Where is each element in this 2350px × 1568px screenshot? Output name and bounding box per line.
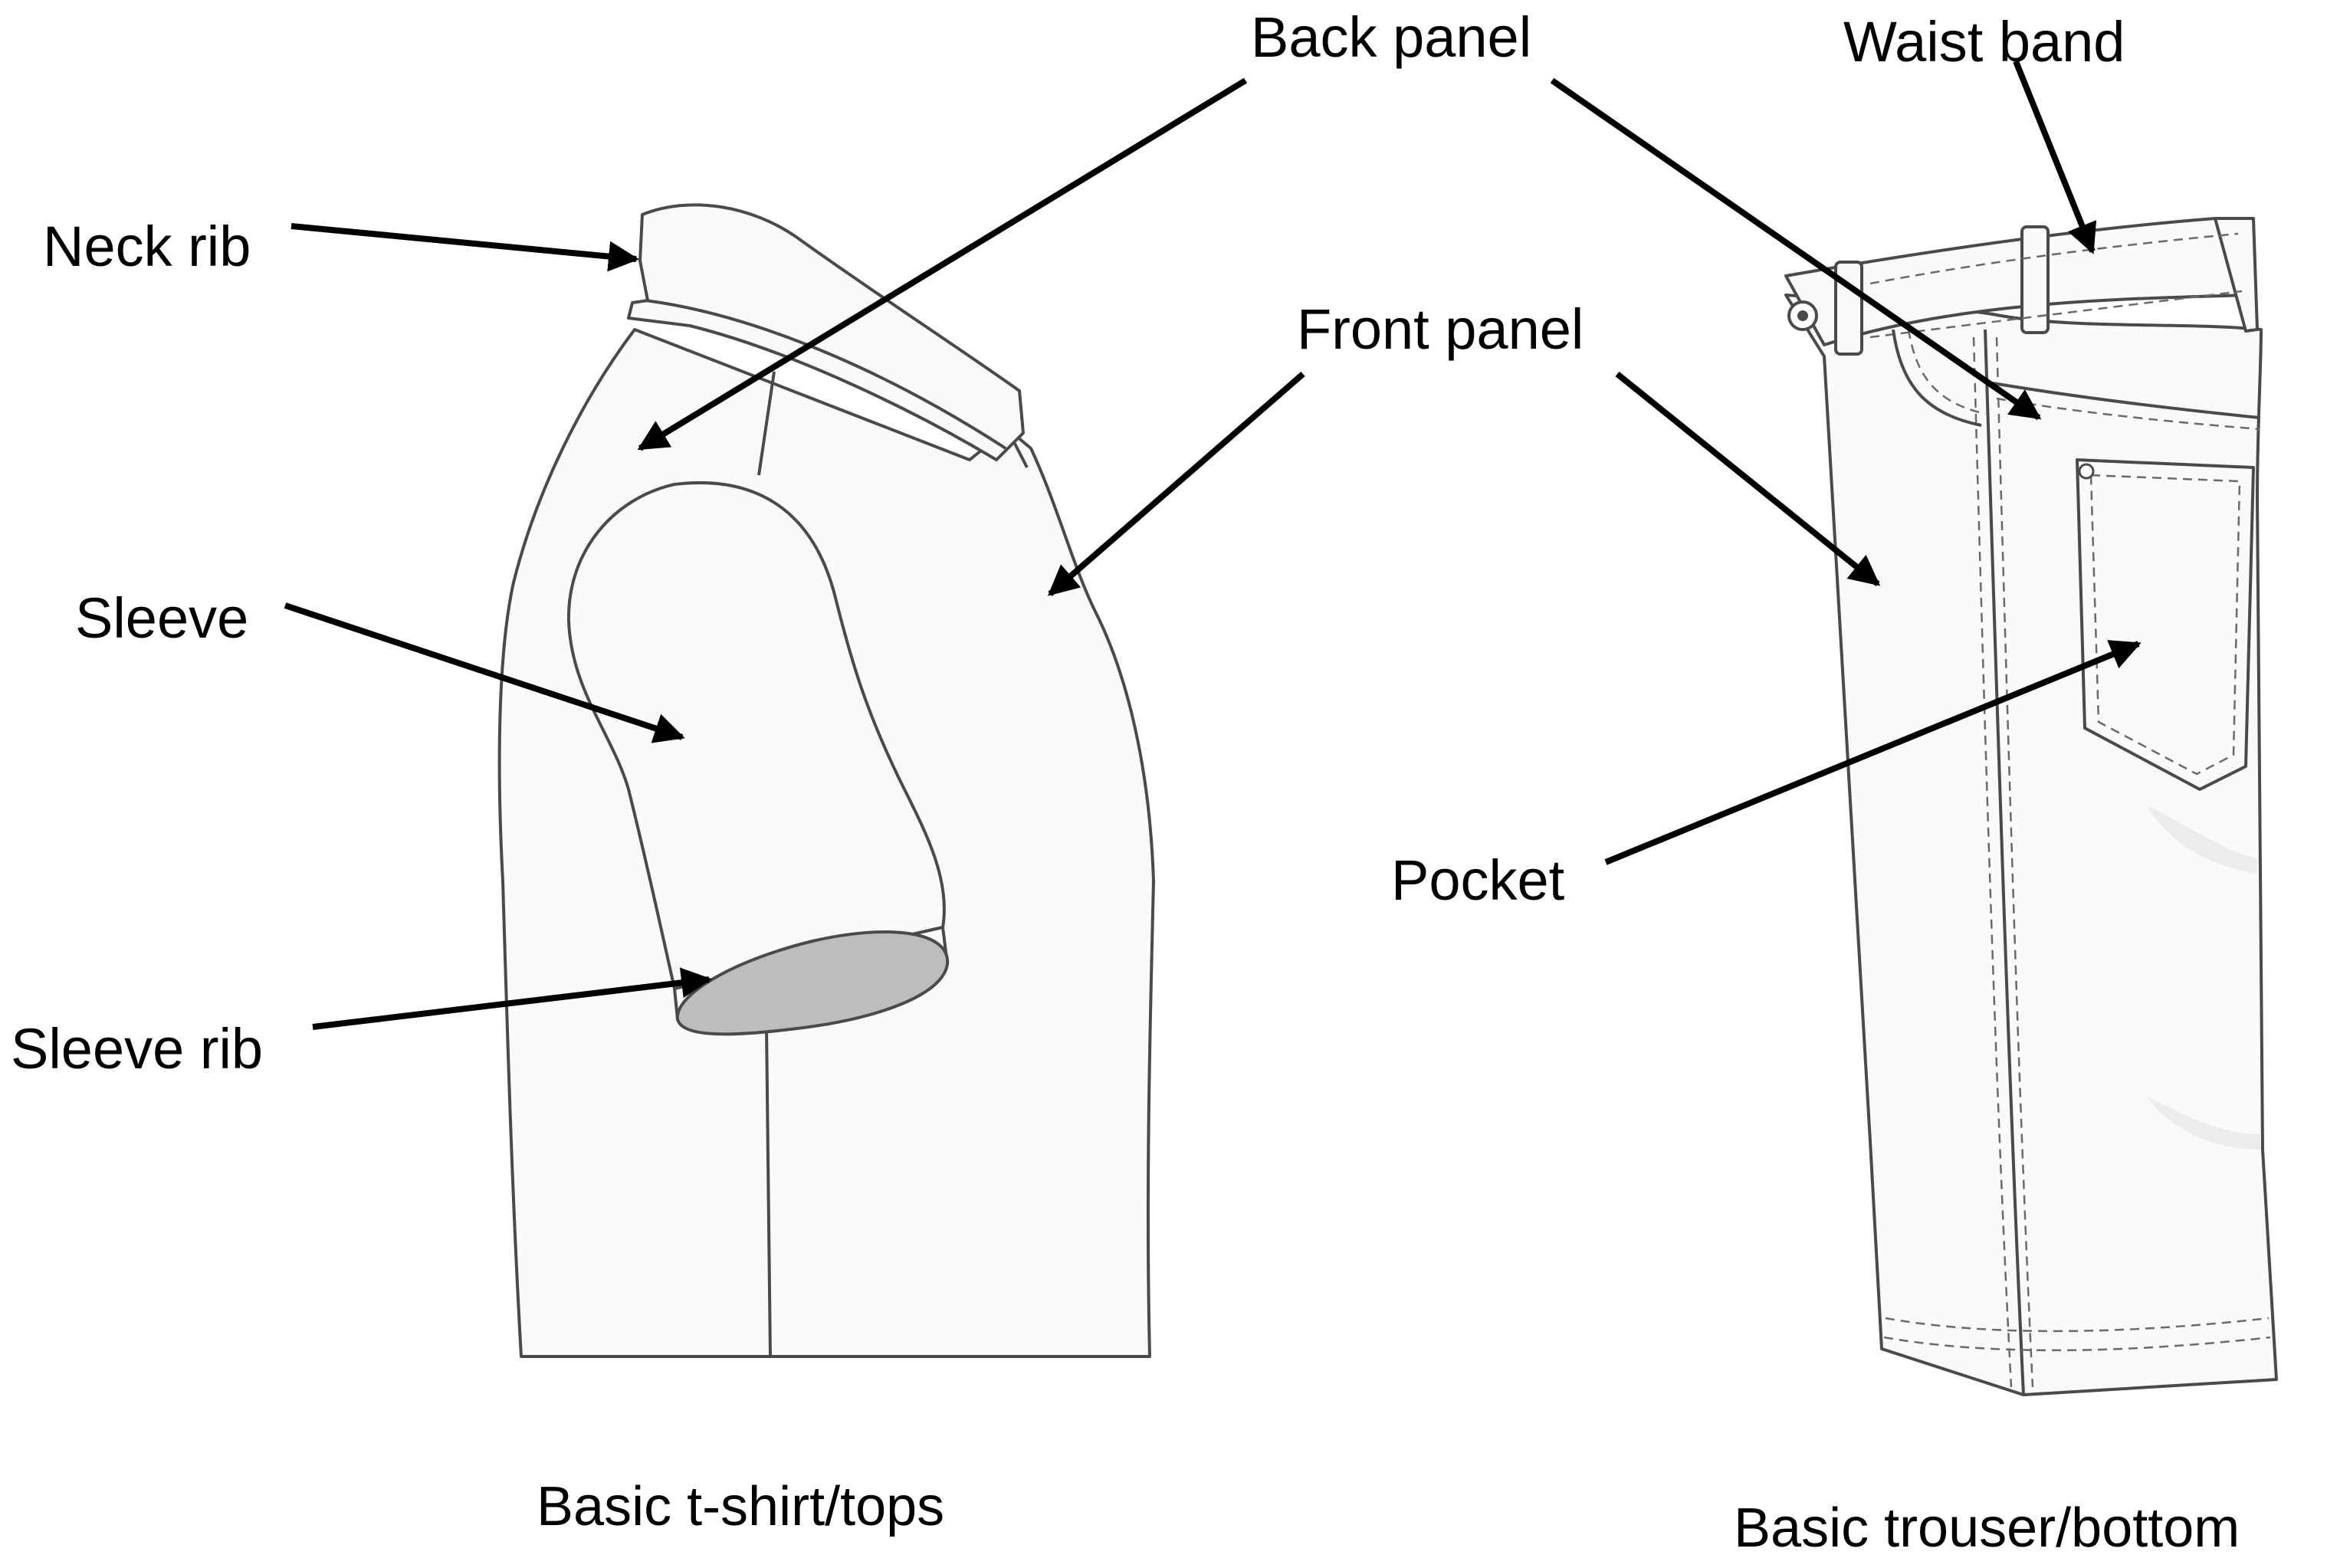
label-waist-band: Waist band [1843, 10, 2125, 74]
tshirt-side-seam [765, 1026, 772, 1357]
back-pocket-rivet [2078, 463, 2095, 480]
caption-trouser: Basic trouser/bottom [1734, 1497, 2240, 1559]
leader-arrows [284, 60, 2142, 1030]
arrow-waist-band [2013, 60, 2097, 254]
front-pocket-curve [1892, 329, 1982, 427]
trouser-side-stitch-2 [1972, 336, 2013, 1388]
trouser-hem-stitch-1 [1885, 1317, 2270, 1333]
back-pocket-stitch [2089, 474, 2241, 776]
trouser-hem-stitch-2 [1883, 1336, 2271, 1352]
caption-tshirt: Basic t-shirt/tops [537, 1476, 945, 1537]
front-pocket-stitch [1907, 329, 1986, 415]
back-pocket [2076, 458, 2255, 791]
waist-band-stitch-2 [1869, 290, 2243, 339]
arrow-neck-rib [290, 223, 639, 272]
waist-band-stitch-1 [1869, 232, 2239, 285]
trouser-side-stitch-1 [1995, 336, 2034, 1388]
trouser-side-seam [1984, 329, 2025, 1396]
label-neck-rib: Neck rib [43, 215, 251, 278]
arrow-front-panel-tshirt [1047, 371, 1305, 597]
trouser-fold-1 [2146, 805, 2257, 874]
tshirt-shoulder-seam [757, 371, 776, 476]
trouser-fold-2 [2146, 1096, 2261, 1150]
arrow-back-panel-tshirt [637, 77, 1248, 451]
label-front-panel: Front panel [1297, 297, 1584, 361]
sleeve-opening [675, 930, 950, 1036]
waist-band-end [2214, 217, 2259, 333]
arrow-sleeve [284, 602, 685, 743]
tshirt-illustration [497, 203, 1155, 1358]
tshirt-placket [1012, 440, 1029, 468]
belt-loop-side [2020, 225, 2050, 334]
arrow-sleeve-rib [312, 967, 712, 1030]
label-sleeve-rib: Sleeve rib [11, 1017, 264, 1081]
label-back-panel: Back panel [1251, 5, 1532, 69]
arrow-pocket [1604, 640, 2142, 865]
label-pocket: Pocket [1391, 848, 1565, 912]
belt-loop-front [1834, 261, 1863, 356]
trouser-button-center [1797, 310, 1808, 321]
trouser-yoke-seam [1992, 382, 2260, 419]
neck-rib-band [645, 299, 1007, 450]
arrow-back-panel-trouser [1550, 77, 2042, 421]
arrow-front-panel-trouser [1615, 371, 1881, 587]
trouser-illustration [1784, 217, 2278, 1396]
label-sleeve: Sleeve [75, 586, 249, 650]
